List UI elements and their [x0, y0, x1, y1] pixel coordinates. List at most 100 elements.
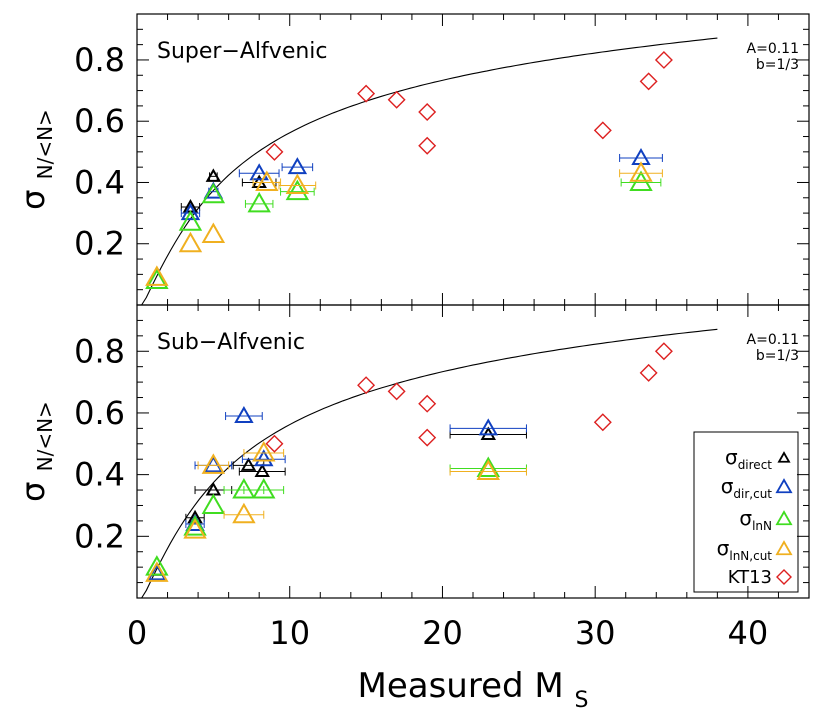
data-point-lnN — [476, 456, 500, 477]
model-label-b: b=1/3 — [756, 57, 799, 73]
data-point-lnN — [201, 493, 226, 514]
data-point-lnN — [285, 179, 310, 201]
data-point-lnN — [145, 555, 169, 576]
legend-label: KT13 — [728, 567, 772, 588]
data-point-lnN — [183, 515, 207, 536]
y-tick-label: 0.4 — [74, 163, 125, 201]
data-point-dircut — [287, 157, 308, 175]
legend-label: σdirect — [725, 445, 772, 472]
data-point-lnN — [247, 191, 271, 213]
data-point-direct — [254, 463, 270, 478]
legend-label-subscript: lnN — [752, 519, 772, 533]
data-point-KT13 — [639, 363, 658, 382]
legend-label-subscript: lnN,cut — [729, 549, 772, 563]
data-point-lnNcut — [145, 561, 169, 582]
data-point-lnNcut — [232, 502, 256, 524]
y-axis-label: σ N/<N> — [14, 109, 57, 210]
data-point-lnNcut — [201, 453, 226, 474]
legend-label-symbol: σ — [739, 506, 752, 530]
data-point-KT13 — [265, 434, 284, 453]
data-point-KT13 — [593, 413, 612, 432]
legend-marker-lnNcut — [775, 540, 793, 556]
y-tick-label: 0.2 — [74, 225, 125, 263]
data-point-lnN — [232, 478, 256, 499]
y-tick-label: 0.6 — [74, 102, 125, 140]
data-point-KT13 — [357, 84, 376, 103]
y-axis-label-subscript: N/<N> — [33, 401, 57, 471]
panel-label: Super−Alfvenic — [157, 39, 328, 64]
data-point-KT13 — [654, 50, 673, 69]
legend-marker-direct — [777, 451, 791, 463]
x-tick-label: 30 — [575, 614, 616, 652]
legend-label-subscript: direct — [738, 458, 773, 472]
panel-label: Sub−Alfvenic — [157, 330, 305, 355]
data-point-KT13 — [387, 382, 406, 401]
data-point-lnNcut — [629, 161, 653, 182]
y-tick-label: 0.4 — [74, 456, 125, 494]
data-point-direct — [205, 168, 222, 182]
data-point-lnN — [145, 268, 169, 289]
y-axis-label-symbol: σ — [14, 190, 52, 210]
x-tick-label: 0 — [127, 614, 147, 652]
data-point-direct — [187, 509, 203, 524]
y-axis-label-symbol: σ — [14, 482, 52, 502]
y-axis-label: σ N/<N> — [14, 401, 57, 502]
data-point-direct — [205, 482, 222, 496]
data-point-lnNcut — [285, 173, 310, 195]
legend-marker-dircut — [775, 478, 793, 494]
y-tick-label: 0.8 — [74, 41, 125, 79]
y-axis-label-subscript: N/<N> — [33, 109, 57, 179]
data-point-lnN — [178, 210, 203, 231]
data-point-KT13 — [593, 121, 612, 140]
model-curve — [141, 328, 718, 599]
data-point-lnN — [252, 478, 276, 499]
data-point-lnN — [201, 182, 226, 204]
legend-label-symbol: σ — [725, 445, 738, 469]
data-point-direct — [240, 457, 257, 471]
legend-marker-lnN — [775, 510, 793, 526]
data-point-dircut — [254, 449, 274, 467]
legend-label-symbol: KT13 — [728, 567, 772, 588]
legend-label-symbol: σ — [721, 474, 734, 498]
data-point-KT13 — [418, 136, 437, 155]
data-point-KT13 — [357, 376, 376, 395]
model-label-a: A=0.11 — [747, 332, 799, 348]
legend-label-symbol: σ — [717, 536, 730, 560]
x-tick-label: 40 — [728, 614, 769, 652]
legend-marker-KT13 — [776, 569, 792, 585]
data-point-dircut — [478, 418, 498, 436]
data-point-KT13 — [639, 72, 658, 91]
data-point-dircut — [234, 406, 254, 424]
data-point-dircut — [180, 203, 201, 221]
data-point-lnNcut — [252, 441, 276, 462]
data-point-KT13 — [418, 103, 437, 122]
panel-super-alfvenic: Super−Alfvenic σ N/<N> A=0.11 b=1/3 0.2 0… — [14, 13, 810, 306]
data-point-lnNcut — [145, 265, 169, 286]
data-point-lnNcut — [183, 518, 207, 539]
legend-label: σlnN — [739, 506, 772, 533]
x-axis-label-text: Measured M — [357, 666, 563, 706]
data-point-KT13 — [654, 342, 673, 361]
y-tick-label: 0.6 — [74, 394, 125, 432]
data-point-KT13 — [265, 142, 284, 161]
y-tick-label: 0.2 — [74, 517, 125, 555]
legend-label: σlnN,cut — [717, 536, 773, 563]
model-curve — [141, 37, 718, 306]
data-point-KT13 — [387, 90, 406, 109]
data-point-lnNcut — [255, 170, 279, 191]
x-axis-label: Measured M S — [357, 666, 588, 713]
data-point-lnNcut — [201, 222, 226, 244]
x-axis-label-subscript: S — [575, 688, 589, 713]
model-label-a: A=0.11 — [747, 41, 799, 57]
y-tick-label: 0.8 — [74, 332, 125, 370]
panel-sub-alfvenic: Sub−Alfvenic σ N/<N> A=0.11 b=1/3 σdirec… — [14, 304, 810, 652]
x-tick-label: 20 — [422, 614, 463, 652]
model-label-b: b=1/3 — [756, 348, 799, 364]
data-point-KT13 — [418, 428, 437, 447]
x-tick-label: 10 — [269, 614, 310, 652]
data-point-lnNcut — [178, 231, 203, 253]
data-point-KT13 — [418, 394, 437, 413]
data-point-lnNcut — [476, 459, 500, 481]
